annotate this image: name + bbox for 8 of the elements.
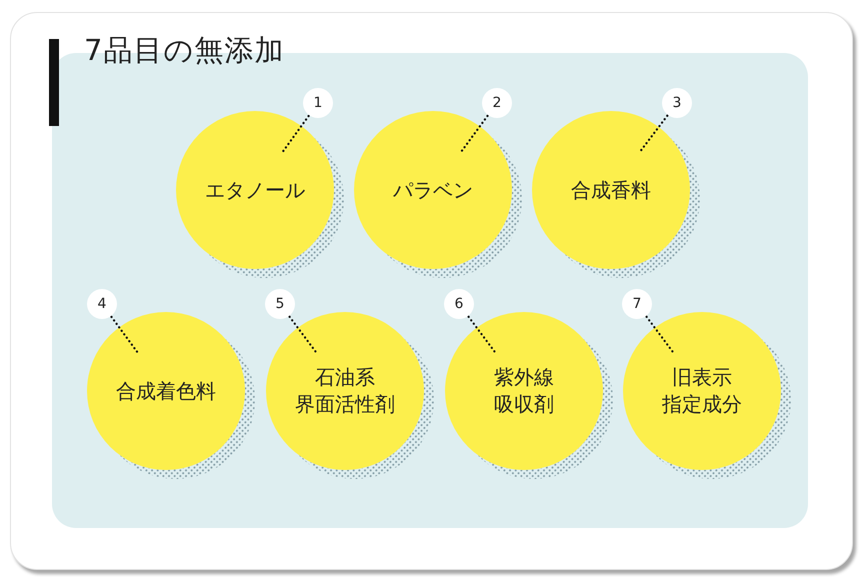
leader-line [110, 316, 138, 354]
leader-line [646, 316, 674, 354]
leader-line [288, 316, 318, 354]
leader-line [460, 114, 489, 152]
leader-line [468, 316, 496, 354]
title: 7品目の無添加 [84, 32, 284, 69]
leader-line [639, 114, 668, 153]
leader-line [282, 114, 310, 152]
